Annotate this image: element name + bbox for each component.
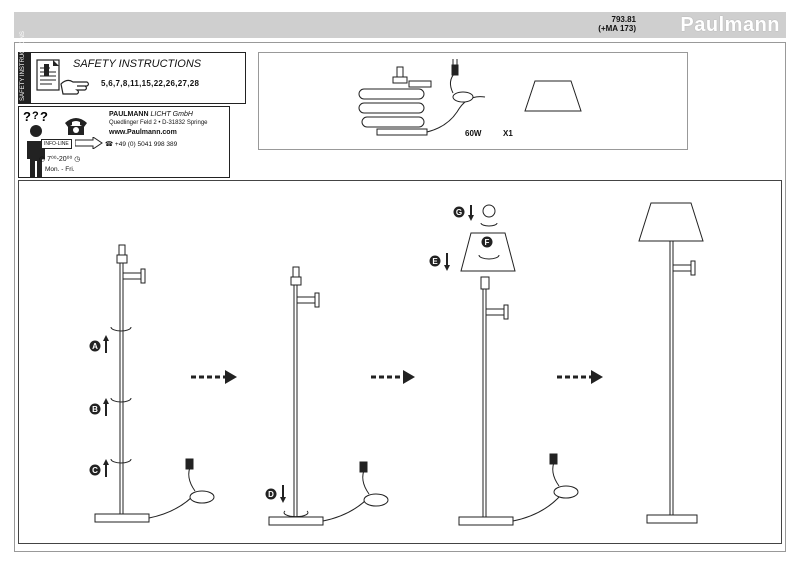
marker-b-icon <box>89 403 101 415</box>
parts-illustration <box>358 59 582 136</box>
cable-drawing <box>426 59 486 133</box>
infoline-arrow-label: INFO-LINE <box>41 139 72 149</box>
arrow-right-icon <box>75 137 103 149</box>
step4-lamp <box>638 202 704 524</box>
marker-a-icon <box>89 340 101 352</box>
step3-shade <box>460 232 516 272</box>
step2-markers: D <box>265 485 286 503</box>
step3-markers: G F E <box>429 205 493 271</box>
manual-icon <box>36 59 90 95</box>
marker-f-label: F <box>485 238 490 247</box>
marker-b-label: B <box>92 405 98 414</box>
phone-line: ☎ +49 (0) 5041 998 389 <box>105 140 177 148</box>
company-main: PAULMANN <box>109 111 149 118</box>
dashed-arrow-3-icon <box>557 370 603 384</box>
step4-shade <box>638 202 704 242</box>
step1-markers: A B C <box>89 335 109 477</box>
company-address: Quedlinger Feld 2 • D-31832 Springe <box>109 120 208 126</box>
parts-box: 60W X1 <box>258 52 688 150</box>
svg-text:?: ? <box>40 109 48 124</box>
assembly-steps-panel: A B C <box>18 180 782 544</box>
service-hours: ◷ 7⁰⁰-20⁰⁰ ◷ <box>39 155 80 163</box>
hours-text: 7⁰⁰-20⁰⁰ <box>47 156 73 163</box>
safety-instructions-box: SAFETY INSTRUCTIONS SAFETY INSTRUCTIONS … <box>18 31 246 104</box>
step3-lamp <box>458 204 579 526</box>
company-website: www.Paulmann.com <box>109 129 177 136</box>
header-bar: 793.81 (+MA 173) Paulmann <box>14 12 786 38</box>
company-name: PAULMANN LICHT GmbH <box>109 111 193 118</box>
marker-d-label: D <box>268 490 274 499</box>
marker-g-icon <box>453 206 465 218</box>
safety-title: SAFETY INSTRUCTIONS <box>73 58 202 70</box>
marker-a-label: A <box>92 342 98 351</box>
service-days: Mon. - Fri. <box>45 166 75 173</box>
model-info: 793.81 (+MA 173) <box>598 15 636 33</box>
dashed-arrow-2-icon <box>371 370 415 384</box>
bulb-wattage: 60W <box>465 129 482 138</box>
shade-drawing <box>524 80 582 112</box>
model-code: (+MA 173) <box>598 24 636 33</box>
phone-icon: ☎ <box>105 141 115 148</box>
marker-d-icon <box>265 488 277 500</box>
pole-sections-drawing <box>358 66 432 136</box>
safety-page-list: 5,6,7,8,11,15,22,26,27,28 <box>101 79 200 88</box>
clock-icon: ◷ <box>39 156 48 163</box>
safety-side-strip: SAFETY INSTRUCTIONS <box>19 31 31 103</box>
marker-e-icon <box>429 255 441 267</box>
marker-f-icon <box>481 236 493 248</box>
shade-quantity: X1 <box>503 129 513 138</box>
person-question-icon: ? ? ? <box>23 109 48 177</box>
telephone-icon <box>65 118 87 135</box>
step1-lamp <box>94 244 215 523</box>
assembly-illustration: A B C <box>89 202 704 526</box>
marker-c-label: C <box>92 466 98 475</box>
clock-icon: ◷ <box>72 156 81 163</box>
phone-number: +49 (0) 5041 998 389 <box>114 141 178 148</box>
svg-text:?: ? <box>23 109 31 124</box>
model-number: 793.81 <box>611 15 636 24</box>
page-frame <box>14 42 786 552</box>
safety-side-label: SAFETY INSTRUCTIONS <box>20 31 26 101</box>
brand-logo: Paulmann <box>680 14 780 36</box>
svg-text:?: ? <box>32 110 39 122</box>
company-suffix: LICHT GmbH <box>150 111 193 118</box>
marker-c-icon <box>89 464 101 476</box>
marker-g-label: G <box>456 208 462 217</box>
dashed-arrow-1-icon <box>191 370 237 384</box>
contact-box: ? ? ? INFO-LINE PAULMANN LICHT GmbH Qued… <box>18 106 230 178</box>
marker-e-label: E <box>432 257 438 266</box>
step2-lamp <box>268 266 389 526</box>
